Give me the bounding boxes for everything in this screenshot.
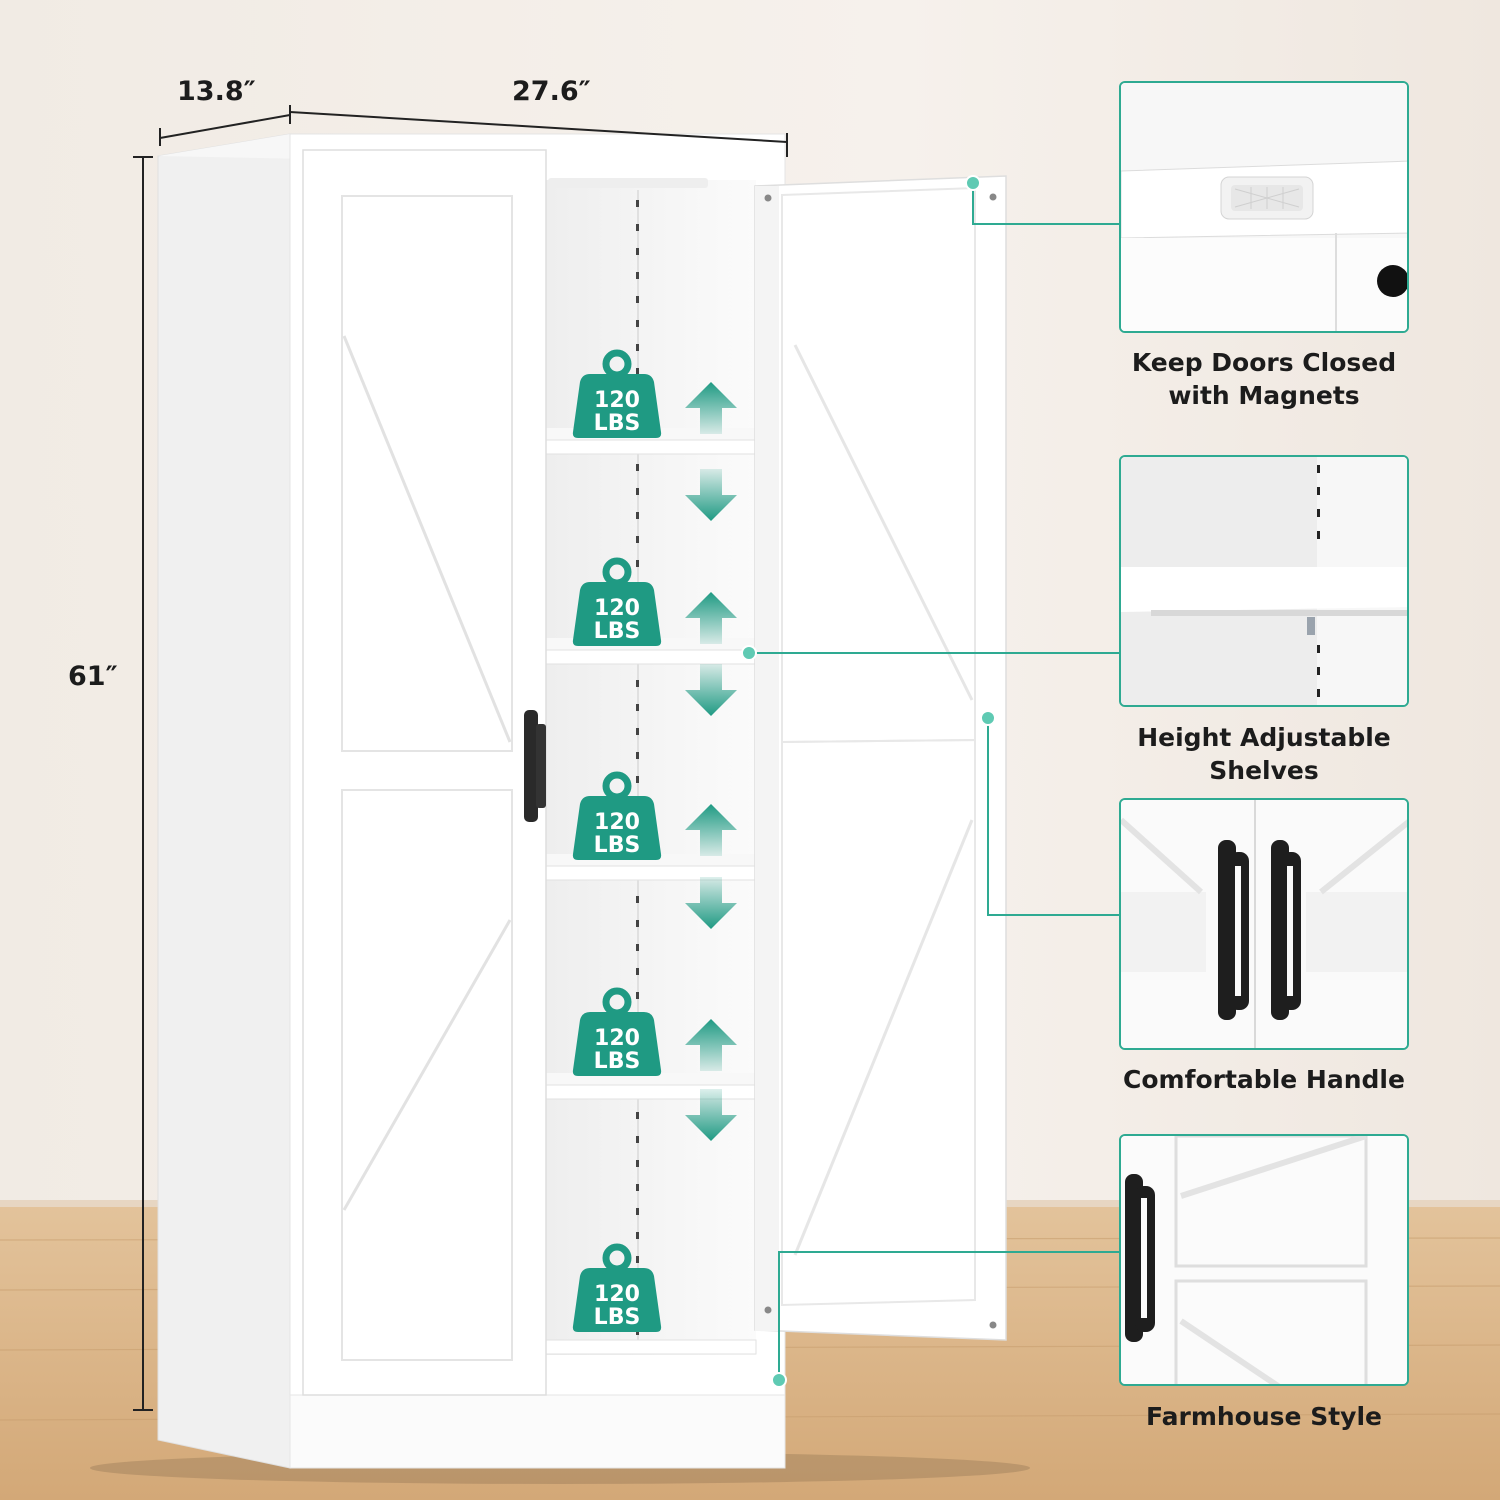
feature-magnet-panel <box>1119 81 1409 333</box>
cabinet-plinth <box>289 1394 786 1469</box>
weight-number: 120 <box>594 810 640 835</box>
cabinet-side <box>157 133 291 1469</box>
peg-hole <box>636 1232 639 1239</box>
peg-hole <box>636 992 639 999</box>
peg-hole <box>636 704 639 711</box>
peg-hole <box>636 368 639 375</box>
callout-dots <box>741 175 996 1388</box>
arrow-down-icon <box>685 664 737 716</box>
weight-unit: LBS <box>594 411 641 436</box>
peg-hole <box>636 224 639 231</box>
peg-hole <box>636 752 639 759</box>
peg-hole <box>636 1208 639 1215</box>
weight-number: 120 <box>594 1026 640 1051</box>
peg-hole <box>636 200 639 207</box>
feature-handle-caption: Comfortable Handle <box>1123 1065 1405 1094</box>
peg-hole <box>636 1184 639 1191</box>
peg-hole <box>636 776 639 783</box>
peg-hole <box>636 488 639 495</box>
weight-number: 120 <box>594 388 640 413</box>
weight-unit: LBS <box>594 1305 641 1330</box>
callout-lines <box>749 183 1120 1380</box>
peg-hole <box>636 1136 639 1143</box>
shelf <box>545 1073 757 1100</box>
weight-unit: LBS <box>594 1049 641 1074</box>
magnet-icon <box>1220 176 1314 220</box>
left-door <box>302 149 547 1396</box>
peg-hole <box>636 344 639 351</box>
peg-hole <box>636 248 639 255</box>
peg-hole <box>636 464 639 471</box>
peg-hole <box>636 296 639 303</box>
feature-magnet-caption-line1: Keep Doors Closed <box>1131 348 1397 377</box>
feature-shelves-panel <box>1119 455 1409 707</box>
arrow-up-icon <box>685 1019 737 1071</box>
peg-hole <box>636 944 639 951</box>
peg-hole <box>636 512 639 519</box>
right-door <box>754 175 1007 1341</box>
arrow-up-icon <box>685 804 737 856</box>
feature-farmhouse-panel <box>1119 1134 1409 1386</box>
width-dimension-label: 27.6″ <box>512 76 591 107</box>
peg-hole <box>636 968 639 975</box>
feature-handle-panel <box>1119 798 1409 1050</box>
adjust-arrows <box>685 382 737 1141</box>
arrow-down-icon <box>685 469 737 521</box>
peg-hole <box>636 1160 639 1167</box>
peg-hole <box>636 1256 639 1263</box>
peg-hole <box>636 728 639 735</box>
peg-hole <box>636 896 639 903</box>
barn-door-icon <box>1125 1174 1155 1342</box>
weight-unit: LBS <box>594 833 641 858</box>
feature-magnet-caption-line2: with Magnets <box>1168 381 1360 410</box>
peg-hole <box>636 272 639 279</box>
door-handle[interactable] <box>524 710 546 822</box>
peg-hole <box>636 560 639 567</box>
shelf <box>545 1339 757 1355</box>
feature-shelves-caption: Height Adjustable Shelves <box>1137 723 1391 785</box>
peg-hole <box>636 920 639 927</box>
weight-number: 120 <box>594 596 640 621</box>
peg-hole <box>636 1112 639 1119</box>
feature-farmhouse-caption: Farmhouse Style <box>1146 1402 1382 1431</box>
feature-magnet-caption: Keep Doors Closed with Magnets <box>1080 346 1448 412</box>
dimension-lines <box>133 105 788 1411</box>
peg-hole <box>636 536 639 543</box>
cabinet-interior <box>546 180 756 1355</box>
peg-hole <box>636 680 639 687</box>
arrow-up-icon <box>685 382 737 434</box>
arrow-down-icon <box>685 1089 737 1141</box>
height-dimension-label: 61″ <box>68 661 118 692</box>
arrow-up-icon <box>685 592 737 644</box>
weight-unit: LBS <box>594 619 641 644</box>
weight-number: 120 <box>594 1282 640 1307</box>
arrow-down-icon <box>685 877 737 929</box>
depth-dimension-label: 13.8″ <box>177 76 256 107</box>
shelf-bracket-icon <box>1307 617 1315 635</box>
peg-hole <box>636 320 639 327</box>
